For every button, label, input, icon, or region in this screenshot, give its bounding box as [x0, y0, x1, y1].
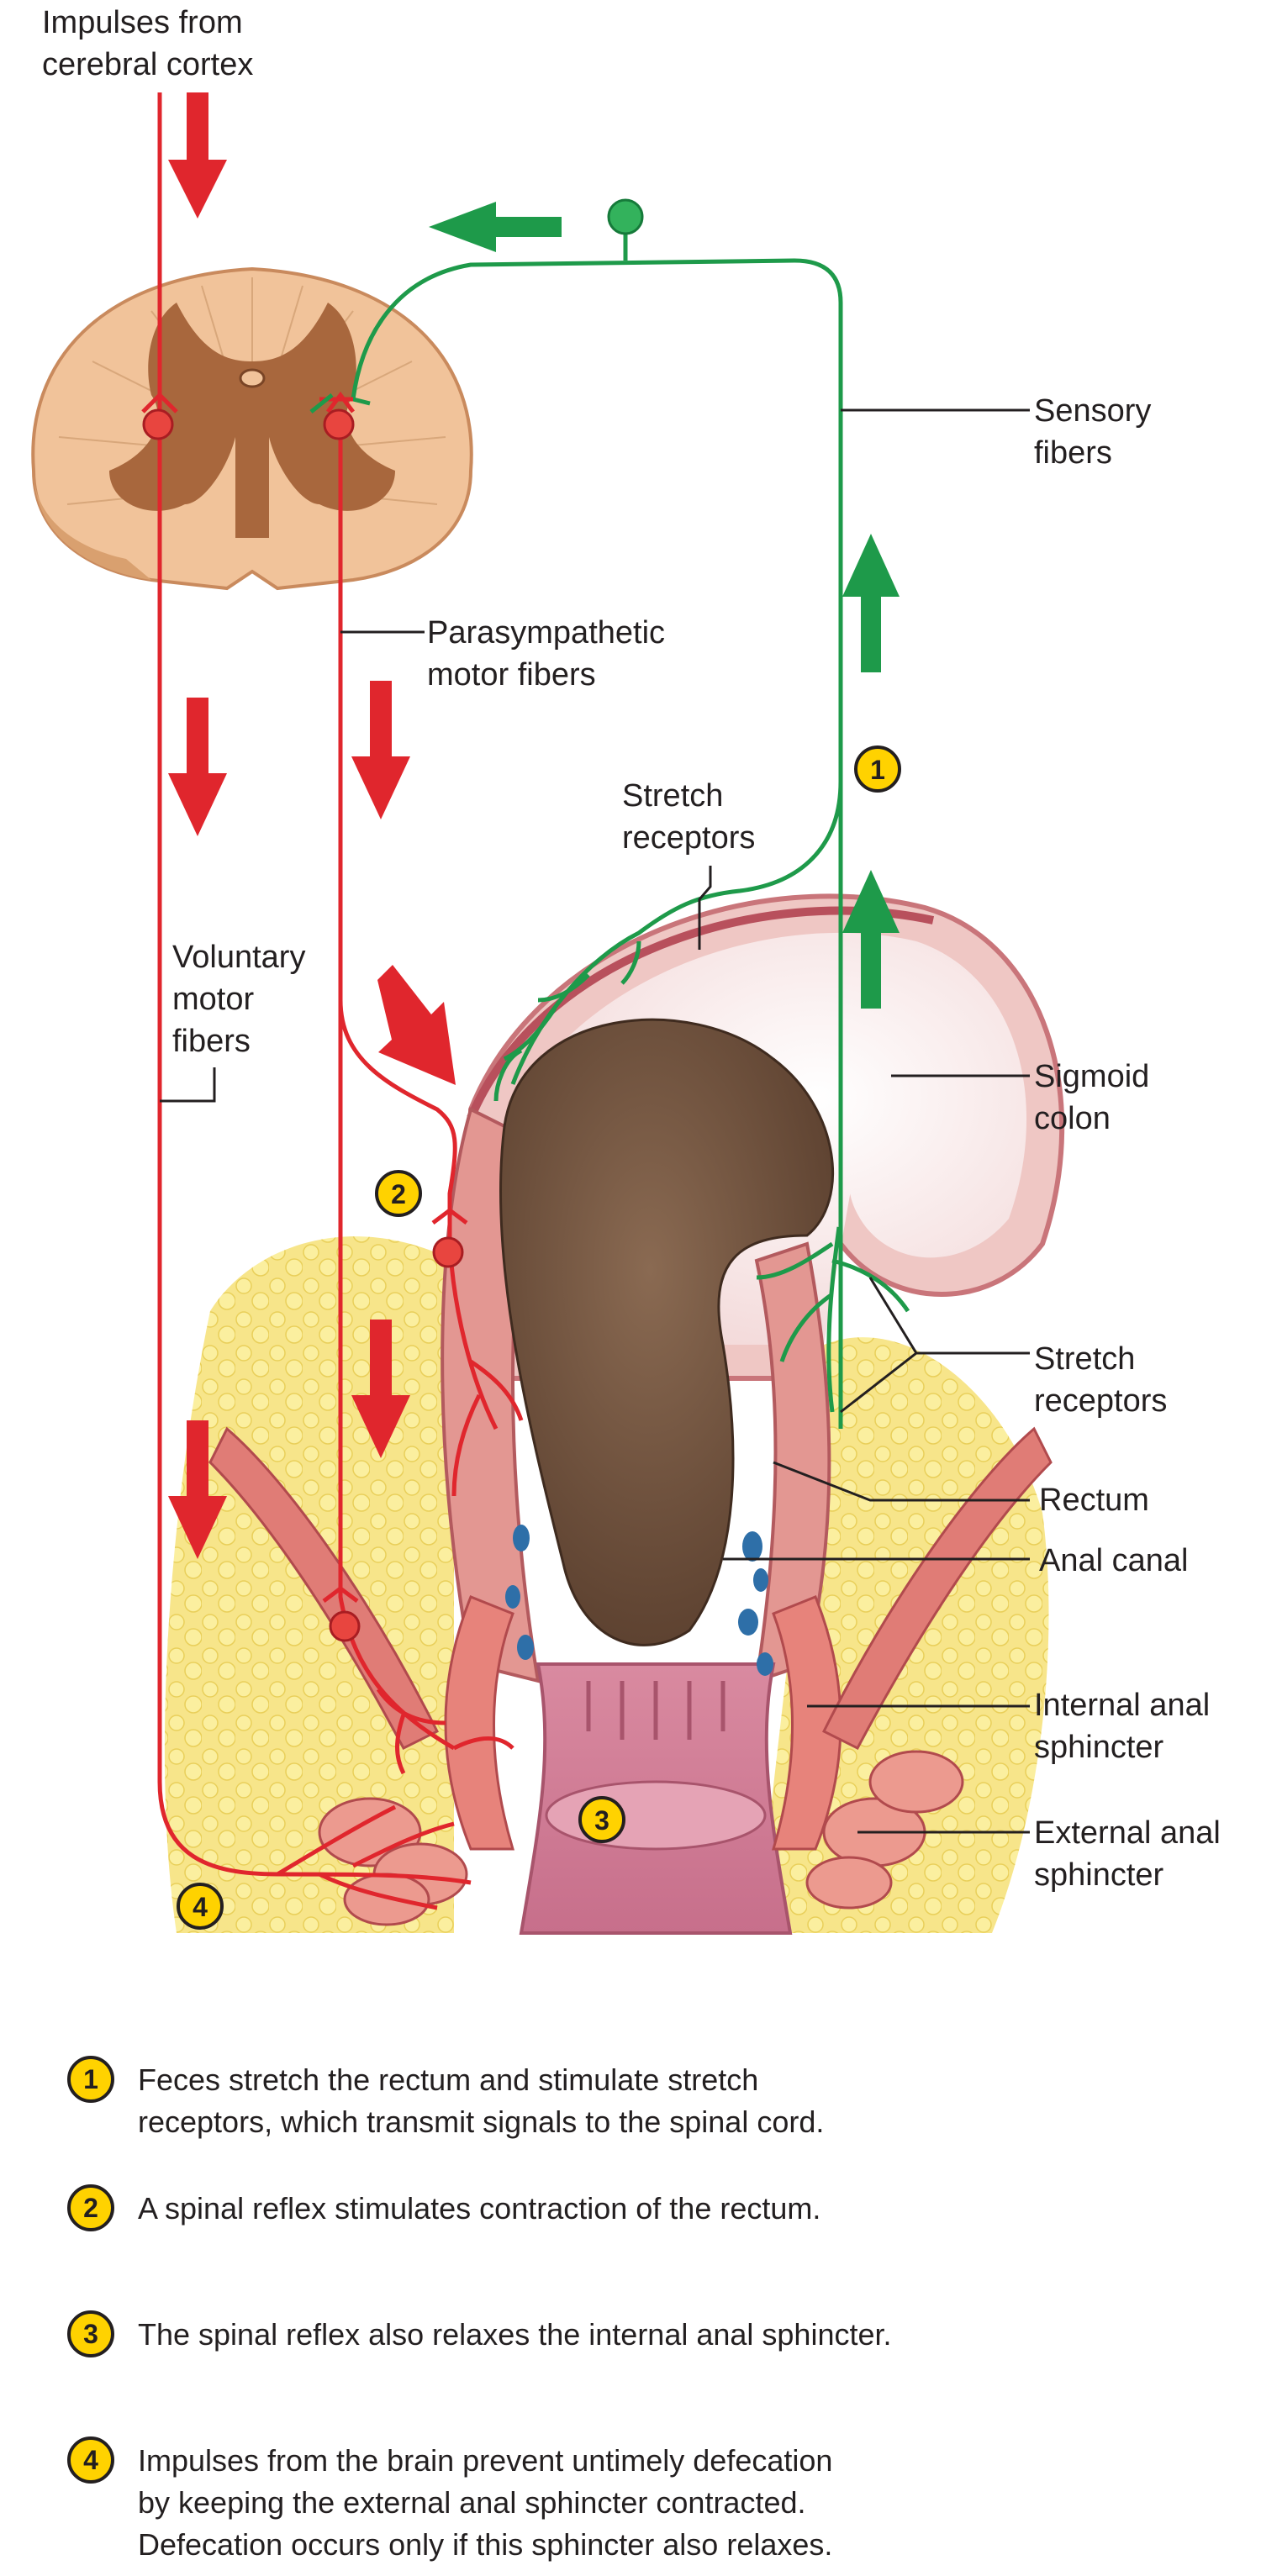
legend-item-2: 2 A spinal reflex stimulates contraction… [67, 2188, 1227, 2231]
svg-text:3: 3 [594, 1805, 609, 1836]
label-line: sphincter [1034, 1726, 1210, 1768]
label-line: motor fibers [427, 654, 665, 696]
legend-text: The spinal reflex also relaxes the inter… [138, 2314, 892, 2356]
label-line: sphincter [1034, 1854, 1221, 1896]
svg-text:1: 1 [870, 755, 885, 785]
label-line: cerebral cortex [42, 44, 253, 86]
label-line: fibers [172, 1020, 305, 1062]
label-rectum: Rectum [1039, 1479, 1149, 1521]
label-line: Rectum [1039, 1483, 1149, 1518]
label-stretch-receptors-right: Stretch receptors [1034, 1338, 1167, 1422]
spinal-cord-cross-section [33, 269, 472, 588]
legend-line: by keeping the external anal sphincter c… [138, 2482, 832, 2524]
label-stretch-receptors-top: Stretch receptors [622, 775, 755, 859]
label-line: Parasympathetic [427, 612, 665, 654]
label-voluntary-motor-fibers: Voluntary motor fibers [172, 936, 305, 1062]
label-line: Impulses from [42, 2, 253, 44]
legend-line: Impulses from the brain prevent untimely… [138, 2440, 832, 2482]
label-sensory-fibers: Sensory fibers [1034, 390, 1151, 474]
diagram-marker-4: 4 [178, 1884, 222, 1928]
legend-text: Feces stretch the rectum and stimulate s… [138, 2059, 824, 2143]
label-line: Voluntary [172, 936, 305, 978]
legend-line: Defecation occurs only if this sphincter… [138, 2524, 832, 2566]
legend-number-badge: 3 [67, 2310, 114, 2357]
label-line: receptors [1034, 1380, 1167, 1422]
label-external-anal-sphincter: External anal sphincter [1034, 1812, 1221, 1896]
legend-item-3: 3 The spinal reflex also relaxes the int… [67, 2314, 1227, 2357]
label-line: receptors [622, 817, 755, 859]
legend-line: A spinal reflex stimulates contraction o… [138, 2188, 820, 2230]
label-line: motor [172, 978, 305, 1020]
label-parasympathetic-motor-fibers: Parasympathetic motor fibers [427, 612, 665, 696]
legend-number-badge: 2 [67, 2184, 114, 2231]
legend-line: Feces stretch the rectum and stimulate s… [138, 2059, 824, 2101]
sensory-ganglion [609, 200, 642, 234]
label-line: colon [1034, 1098, 1149, 1140]
legend-text: A spinal reflex stimulates contraction o… [138, 2188, 820, 2230]
sensory-arrows [429, 202, 900, 1009]
label-anal-canal: Anal canal [1039, 1540, 1188, 1582]
label-line: Sigmoid [1034, 1056, 1149, 1098]
legend-text: Impulses from the brain prevent untimely… [138, 2440, 832, 2566]
diagram-marker-3: 3 [580, 1798, 624, 1841]
diagram-marker-1: 1 [856, 747, 900, 791]
legend-item-1: 1 Feces stretch the rectum and stimulate… [67, 2059, 1227, 2143]
diagram-marker-2: 2 [377, 1172, 420, 1215]
label-line: Sensory [1034, 390, 1151, 432]
legend-number-badge: 4 [67, 2436, 114, 2484]
label-internal-anal-sphincter: Internal anal sphincter [1034, 1684, 1210, 1768]
label-sigmoid-colon: Sigmoid colon [1034, 1056, 1149, 1140]
label-line: Anal canal [1039, 1543, 1188, 1578]
label-line: External anal [1034, 1812, 1221, 1854]
legend-number-badge: 1 [67, 2056, 114, 2103]
legend-line: receptors, which transmit signals to the… [138, 2101, 824, 2143]
legend-item-4: 4 Impulses from the brain prevent untime… [67, 2440, 1227, 2566]
svg-text:4: 4 [193, 1892, 208, 1922]
label-impulses-cerebral-cortex: Impulses from cerebral cortex [42, 2, 253, 86]
label-line: Stretch [622, 775, 755, 817]
svg-text:2: 2 [391, 1179, 406, 1209]
legend-line: The spinal reflex also relaxes the inter… [138, 2314, 892, 2356]
label-line: Stretch [1034, 1338, 1167, 1380]
label-line: fibers [1034, 432, 1151, 474]
label-line: Internal anal [1034, 1684, 1210, 1726]
